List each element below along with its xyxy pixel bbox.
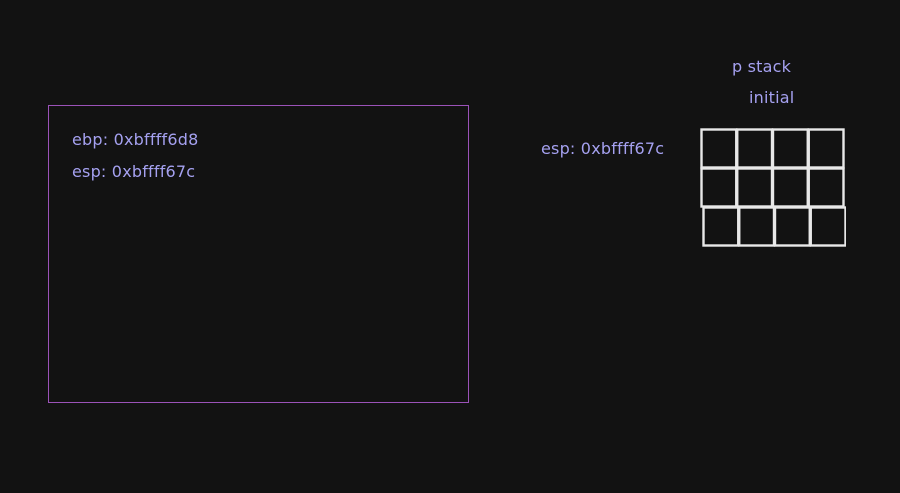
stack-cell-r1-c1: [736, 167, 774, 208]
registers-box: [48, 105, 469, 403]
stack-cell-r0-c0: [700, 128, 738, 169]
stack-cell-r1-c3: [807, 167, 845, 208]
stack-grid-svg: [700, 128, 846, 247]
stack-cell-r0-c3: [807, 128, 845, 169]
stack-subtitle: initial: [749, 88, 795, 107]
esp-label: esp: 0xbffff67c: [72, 162, 196, 181]
stack-cell-r0-c2: [771, 128, 809, 169]
stack-cell-r1-c0: [700, 167, 738, 208]
stack-cell-r2-c2: [773, 206, 811, 247]
ebp-label: ebp: 0xbffff6d8: [72, 130, 199, 149]
stack-cell-r2-c3: [809, 206, 846, 247]
stack-title: p stack: [732, 57, 792, 76]
stack-cell-r2-c0: [702, 206, 740, 247]
esp-pointer-label: esp: 0xbffff67c: [541, 139, 665, 158]
stack-cell-r0-c1: [736, 128, 774, 169]
stack-cell-r1-c2: [771, 167, 809, 208]
stack-grid: [700, 128, 846, 248]
stack-cell-r2-c1: [738, 206, 776, 247]
